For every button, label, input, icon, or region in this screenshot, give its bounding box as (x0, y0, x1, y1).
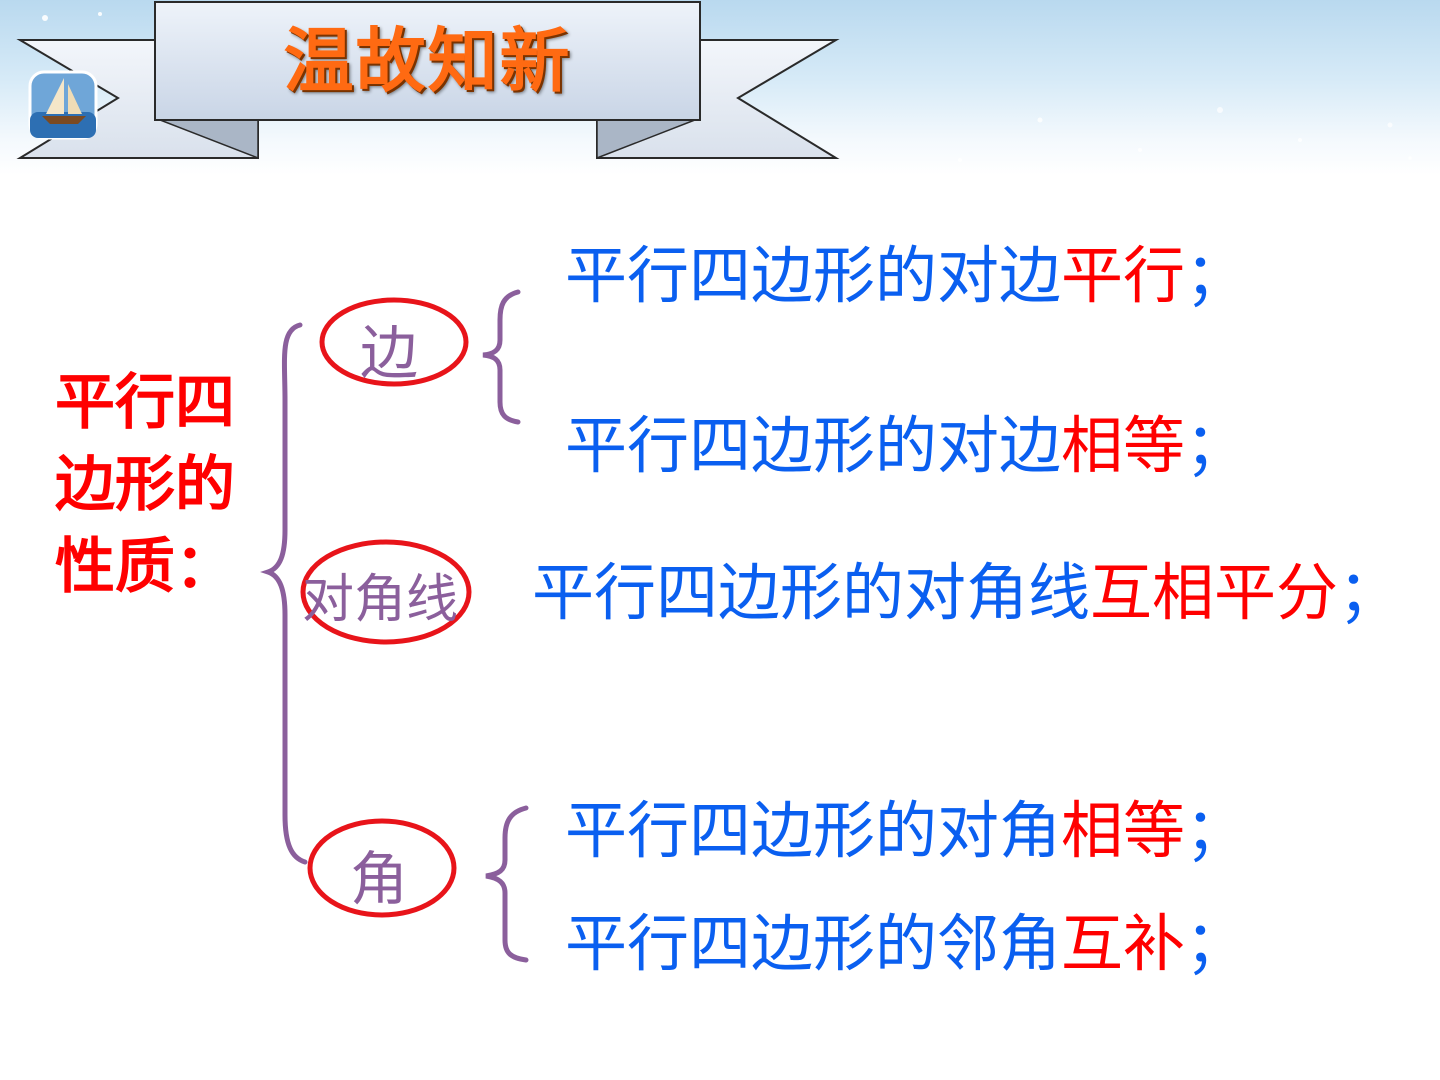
page-title: 温故知新 (283, 19, 572, 102)
property-text: 平行四边形的邻角 (565, 907, 1062, 980)
category-side: 边 (360, 319, 419, 387)
property-side-parallel: 平行四边形的对边平行； (565, 225, 1247, 315)
property-punctuation: ； (1185, 907, 1248, 980)
circle-side (319, 297, 469, 387)
property-angle-equal: 平行四边形的对角相等； (565, 780, 1247, 870)
side-brace (482, 289, 521, 425)
property-text: 平行四边形的对边 (565, 409, 1062, 482)
property-punctuation: ； (1185, 239, 1248, 312)
category-diagonal: 对角线 (302, 570, 459, 630)
property-punctuation: ； (1338, 556, 1401, 629)
property-text: 平行四边形的对边 (565, 239, 1062, 312)
property-keyword: 相等 (1061, 794, 1186, 867)
property-keyword: 相等 (1061, 409, 1186, 482)
sailboat-logo-icon (28, 70, 98, 140)
property-keyword: 互相平分 (1090, 556, 1339, 629)
property-keyword: 互补 (1061, 907, 1186, 980)
concept-label: 平行四 边形的 性质： (55, 368, 235, 602)
title-ribbon (16, 1, 840, 160)
property-text: 平行四边形的对角线 (532, 556, 1091, 629)
circle-angle (307, 818, 457, 918)
property-punctuation: ； (1185, 794, 1248, 867)
main-brace (260, 322, 308, 865)
property-text: 平行四边形的对角 (565, 794, 1062, 867)
category-angle: 角 (350, 845, 409, 913)
property-angle-supplementary: 平行四边形的邻角互补； (565, 893, 1247, 983)
angle-brace (485, 805, 529, 963)
property-side-equal: 平行四边形的对边相等； (565, 395, 1247, 485)
decorative-dots (42, 12, 1412, 162)
property-punctuation: ； (1185, 409, 1248, 482)
circle-diagonal (300, 539, 472, 645)
property-diagonal-bisect: 平行四边形的对角线互相平分； (532, 542, 1400, 632)
property-keyword: 平行 (1061, 239, 1186, 312)
